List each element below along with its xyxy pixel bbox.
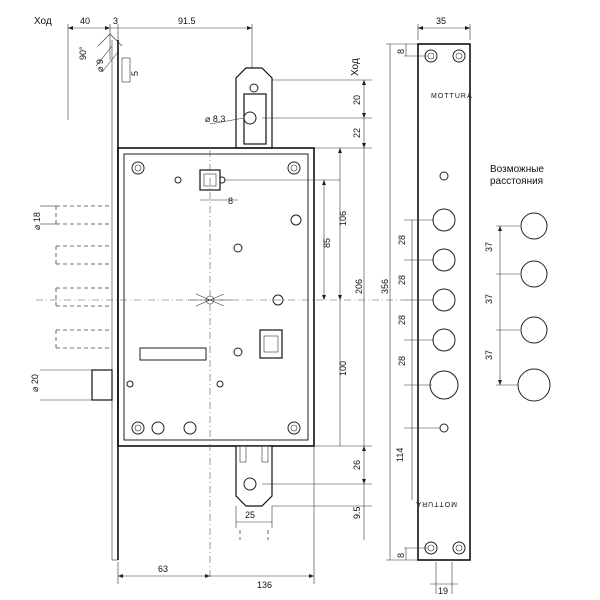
possible-distances bbox=[496, 212, 551, 402]
lock-case bbox=[117, 147, 315, 447]
vertical-dimensions bbox=[224, 43, 418, 561]
dim-9-5: 9.5 bbox=[352, 506, 362, 519]
dim-dia-20: ⌀ 20 bbox=[30, 374, 40, 392]
possible-distances-title-2: расстояния bbox=[490, 176, 543, 187]
dim-dia-8-3: ⌀ 8.3 bbox=[205, 114, 225, 124]
bottom-dimensions bbox=[117, 446, 315, 584]
dim-26: 26 bbox=[352, 460, 362, 470]
dim-28-4: 28 bbox=[397, 356, 407, 366]
stroke-label-left: Ход bbox=[34, 16, 52, 27]
dim-25: 25 bbox=[245, 510, 255, 520]
faceplate bbox=[417, 43, 471, 561]
brand-bottom: MOTTURA bbox=[415, 500, 457, 507]
dim-91-5: 91.5 bbox=[178, 16, 196, 26]
bottom-tab bbox=[235, 445, 273, 507]
dim-plate-8-bottom: 8 bbox=[396, 553, 406, 558]
dim-37-3: 37 bbox=[484, 350, 494, 360]
dim-356: 356 bbox=[380, 279, 390, 294]
dim-22: 22 bbox=[352, 128, 362, 138]
dim-5: 5 bbox=[130, 71, 140, 76]
stroke-label-right: Ход bbox=[350, 58, 361, 76]
top-tab bbox=[235, 67, 273, 149]
faceplate-dimensions bbox=[404, 44, 440, 560]
dim-20: 20 bbox=[352, 95, 362, 105]
dim-28-1: 28 bbox=[397, 235, 407, 245]
dim-37-2: 37 bbox=[484, 294, 494, 304]
dim-37-1: 37 bbox=[484, 242, 494, 252]
dim-28-3: 28 bbox=[397, 315, 407, 325]
possible-distances-title-1: Возможные bbox=[490, 164, 544, 175]
dim-85: 85 bbox=[322, 238, 332, 248]
dim-plate-8-top: 8 bbox=[396, 49, 406, 54]
bolts bbox=[40, 205, 113, 401]
dim-3: 3 bbox=[113, 16, 118, 26]
dim-28-2: 28 bbox=[397, 275, 407, 285]
dim-206: 206 bbox=[354, 279, 364, 294]
dim-114: 114 bbox=[395, 448, 405, 462]
dim-63: 63 bbox=[158, 564, 168, 574]
dim-dia-18: ⌀ 18 bbox=[32, 212, 42, 230]
latch-angle-detail bbox=[95, 33, 131, 83]
dim-square-8: 8 bbox=[228, 196, 233, 206]
brand-top: MOTTURA bbox=[431, 93, 473, 100]
top-dimensions bbox=[67, 24, 253, 120]
dim-35: 35 bbox=[436, 16, 446, 26]
dim-40: 40 bbox=[80, 16, 90, 26]
dim-136: 136 bbox=[257, 580, 272, 590]
dim-19: 19 bbox=[438, 586, 448, 596]
dim-106: 106 bbox=[338, 211, 348, 226]
dim-angle-90: 90° bbox=[78, 46, 88, 60]
dim-100: 100 bbox=[338, 361, 348, 376]
dim-dia-9: ⌀ 9 bbox=[95, 59, 105, 72]
